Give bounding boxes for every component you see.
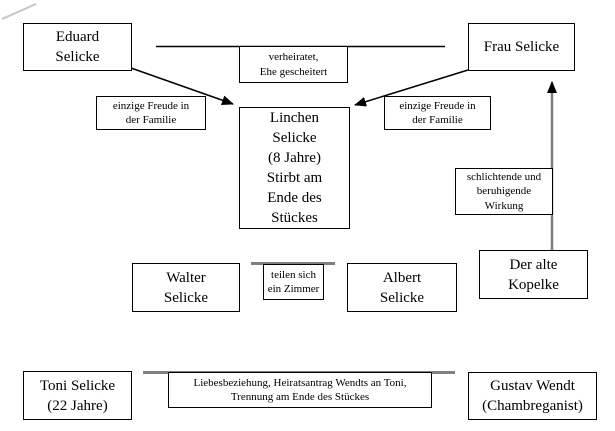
node-linchen-selicke: Linchen Selicke (8 Jahre) Stirbt am Ende… [239,107,350,229]
node-frau-selicke: Frau Selicke [468,23,575,71]
arrow-frau-to-linchen [354,69,469,107]
label-shared-room: teilen sich ein Zimmer [263,264,324,300]
node-toni-selicke: Toni Selicke (22 Jahre) [23,371,132,420]
node-der-alte-kopelke: Der alte Kopelke [479,250,588,299]
label-calming-effect: schlichtende und beruhigende Wirkung [455,168,553,215]
node-walter-selicke: Walter Selicke [132,263,240,312]
node-gustav-wendt: Gustav Wendt (Chambreganist) [468,372,597,420]
arrow-eduard-to-linchen [130,67,234,106]
label-joy-eduard: einzige Freude in der Familie [96,96,206,130]
node-eduard-selicke: Eduard Selicke [23,23,132,71]
node-albert-selicke: Albert Selicke [347,263,457,312]
label-marriage: verheiratet, Ehe gescheitert [239,46,348,83]
stray-mark-line [1,3,37,20]
label-love-relationship: Liebesbeziehung, Heiratsantrag Wendts an… [168,372,432,408]
label-joy-frau: einzige Freude in der Familie [384,96,491,130]
